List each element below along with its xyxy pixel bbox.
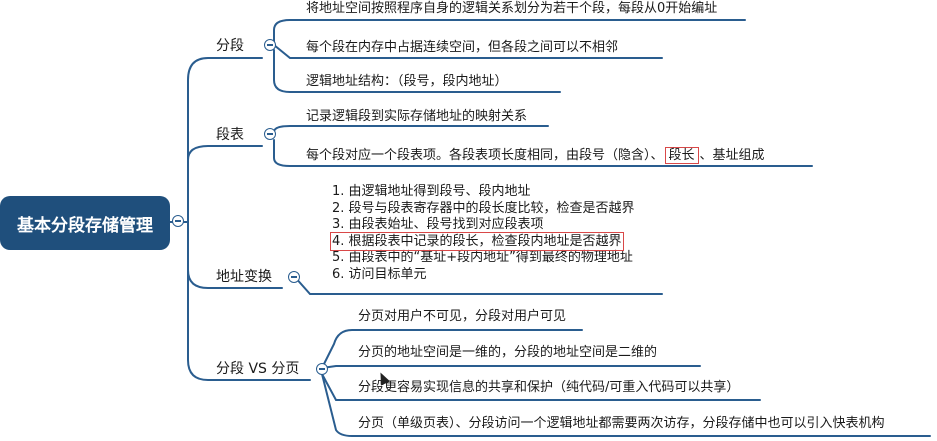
branch-segment-vs-paging[interactable]: 分段 VS 分页 <box>216 361 300 377</box>
segmentation-item-3: 逻辑地址结构：（段号，段内地址） <box>306 74 508 89</box>
step-6: 6. 访问目标单元 <box>332 266 427 282</box>
compare-item-1: 分页对用户不可见，分段对用户可见 <box>358 309 567 324</box>
compare-item-4: 分页（单级页表）、分段访问一个逻辑地址都需要两次访存，分段存储中也可以引入快表机… <box>358 416 885 431</box>
branch-segment-table[interactable]: 段表 <box>216 127 244 143</box>
step-1: 1. 由逻辑地址得到段号、段内地址 <box>332 184 531 199</box>
segment-table-item-2-before: 每个段对应一个段表项。各段表项长度相同，由段号（隐含）、 <box>306 148 664 163</box>
step-2: 2. 段号与段表寄存器中的段长度比较，检查是否越界 <box>332 200 635 216</box>
compare-item-3: 分段更容易实现信息的共享和保护（纯代码/可重入代码可以共享） <box>358 380 740 395</box>
branch-address-translation[interactable]: 地址变换 <box>216 269 272 285</box>
segmentation-item-2: 每个段在内存中占据连续空间，但各段之间可以不相邻 <box>306 40 619 55</box>
branch-segment-vs-paging-collapse-icon[interactable] <box>316 363 328 375</box>
branch-segmentation-collapse-icon[interactable] <box>264 39 276 51</box>
step-5: 5. 由段表中的“基址+段内地址”得到最终的物理地址 <box>332 250 633 265</box>
branch-segment-table-collapse-icon[interactable] <box>264 128 276 140</box>
segment-table-item-1: 记录逻辑段到实际存储地址的映射关系 <box>306 109 528 124</box>
highlight-segment-length: 段长 <box>664 147 699 164</box>
address-translation-steps: 1. 由逻辑地址得到段号、段内地址 2. 段号与段表寄存器中的段长度比较，检查是… <box>330 184 635 283</box>
compare-item-2: 分页的地址空间是一维的，分段的地址空间是二维的 <box>358 345 658 360</box>
branch-address-translation-collapse-icon[interactable] <box>288 271 300 283</box>
step-4: 4. 根据段表中记录的段长，检查段内地址是否越界 <box>330 231 635 251</box>
branch-segmentation[interactable]: 分段 <box>216 38 244 54</box>
segmentation-item-1: 将地址空间按照程序自身的逻辑关系划分为若干个段，每段从0开始编址 <box>306 1 718 16</box>
root-node[interactable]: 基本分段存储管理 <box>0 196 170 250</box>
segment-table-item-2-after: 、基址组成 <box>699 148 765 163</box>
segment-table-item-2: 每个段对应一个段表项。各段表项长度相同，由段号（隐含）、段长、基址组成 <box>306 147 765 164</box>
step-3: 3. 由段表始址、段号找到对应段表项 <box>332 217 544 232</box>
root-collapse-icon[interactable] <box>172 215 184 227</box>
step-4-highlight: 4. 根据段表中记录的段长，检查段内地址是否越界 <box>330 231 624 251</box>
